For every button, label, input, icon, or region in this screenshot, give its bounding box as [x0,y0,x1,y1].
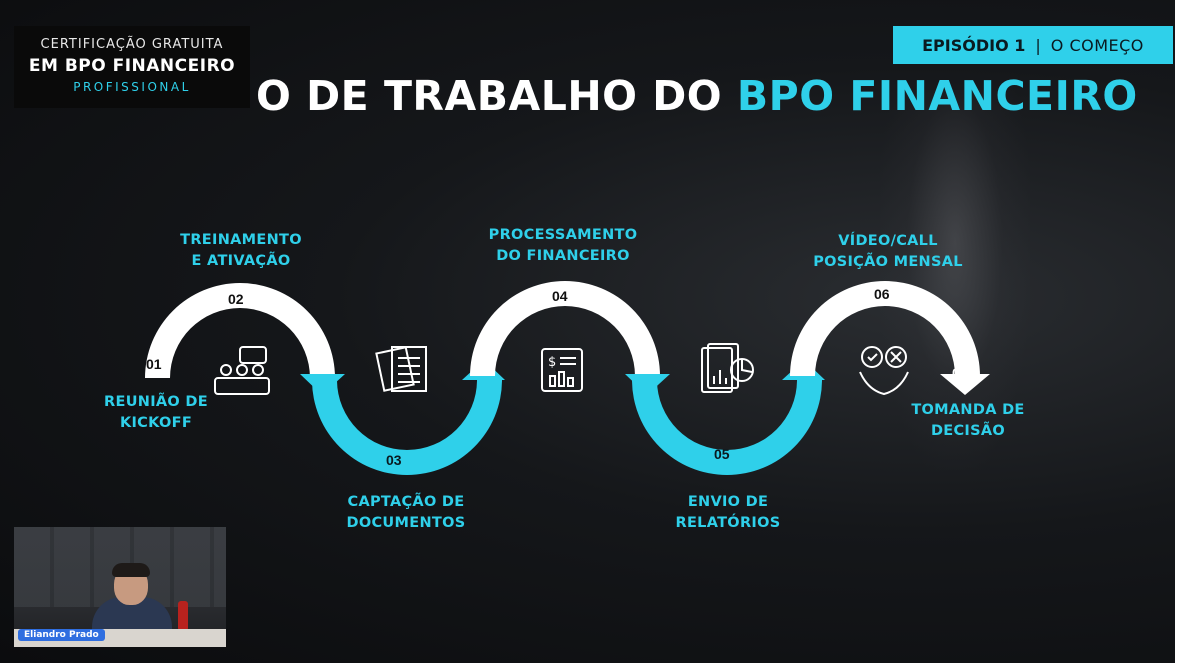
step-label-07-line2: DECISÃO [930,423,1006,439]
documents-icon [375,346,427,392]
step-number-05: 05 [714,446,730,462]
wave-segment-02 [145,283,335,378]
step-label-06-line2: POSIÇÃO MENSAL [813,254,963,270]
cert-line-2: EM BPO FINANCEIRO [28,56,236,76]
step-label-04: PROCESSAMENTO DO FINANCEIRO [482,225,644,267]
step-label-05-line2: RELATÓRIOS [675,515,781,531]
episode-separator: | [1035,35,1041,55]
certification-badge: CERTIFICAÇÃO GRATUITA EM BPO FINANCEIRO … [14,26,250,108]
wave-arrow-07 [940,374,990,395]
step-label-07-line1: TOMANDA DE [911,402,1025,418]
rocket-background [880,90,1030,470]
title-white: O DE TRABALHO DO [256,72,737,120]
step-label-06-line1: VÍDEO/CALL [838,233,938,249]
step-label-02-line1: TREINAMENTO [180,232,302,248]
cert-line-3: PROFISSIONAL [73,80,191,94]
report-chart-icon [701,343,754,393]
presenter-hair [112,563,150,577]
microphone [178,601,188,631]
step-label-02: TREINAMENTO E ATIVAÇÃO [176,230,306,272]
step-label-01-line1: REUNIÃO DE [104,394,208,410]
step-label-06: VÍDEO/CALL POSIÇÃO MENSAL [806,231,970,273]
step-label-03-line1: CAPTAÇÃO DE [347,494,465,510]
episode-label: EPISÓDIO 1 [922,35,1026,55]
calculator-icon: $ [541,348,583,392]
slide-title: O DE TRABALHO DO BPO FINANCEIRO [256,72,1138,120]
step-label-01: REUNIÃO DE KICKOFF [104,392,208,434]
wave-segment-06 [790,281,980,376]
step-label-04-line1: PROCESSAMENTO [488,227,638,243]
wave-segment-04 [470,281,660,376]
presenter-webcam: Eliandro Prado [14,527,226,647]
step-number-06: 06 [874,286,890,302]
title-accent: BPO FINANCEIRO [736,72,1138,120]
step-number-07: 07 [952,365,968,381]
wave-segment-03 [312,380,502,475]
step-number-01: 01 [146,356,162,372]
step-label-05-line1: ENVIO DE [687,494,769,510]
episode-subtitle: O COMEÇO [1050,35,1144,55]
step-label-02-line2: E ATIVAÇÃO [191,253,291,269]
step-label-03: CAPTAÇÃO DE DOCUMENTOS [340,492,472,534]
svg-text:$: $ [548,355,556,370]
step-label-04-line2: DO FINANCEIRO [496,248,630,264]
step-number-04: 04 [552,288,568,304]
episode-banner: EPISÓDIO 1 | O COMEÇO [893,26,1173,64]
step-label-05: ENVIO DE RELATÓRIOS [668,492,788,534]
step-number-02: 02 [228,291,244,307]
cert-line-1: CERTIFICAÇÃO GRATUITA [40,37,224,52]
step-label-07: TOMANDA DE DECISÃO [910,400,1026,442]
presenter-name-tag: Eliandro Prado [18,629,105,641]
wave-segment-05 [632,380,822,475]
hands-decision-icon [859,346,909,396]
meeting-icon [214,346,270,395]
step-label-03-line2: DOCUMENTOS [346,515,466,531]
step-label-01-line2: KICKOFF [119,415,193,431]
step-number-03: 03 [386,452,402,468]
